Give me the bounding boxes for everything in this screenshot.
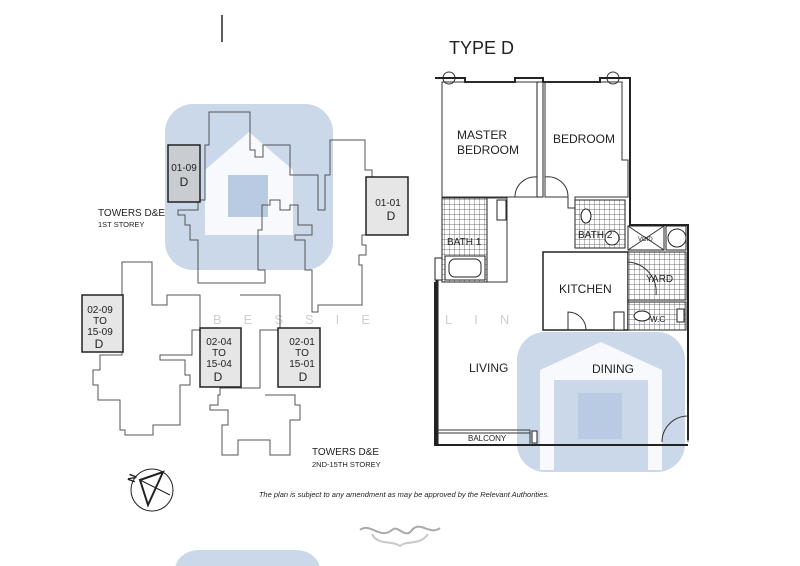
unit-02-01-to-15-01[interactable] bbox=[277, 327, 321, 388]
room-label-bath2: BATH 2 bbox=[578, 230, 613, 241]
north-arrow-icon: N bbox=[126, 468, 174, 512]
upper-storeys-label: TOWERS D&E bbox=[312, 447, 379, 458]
first-storey-label: TOWERS D&E bbox=[98, 208, 165, 219]
unit-type: D bbox=[387, 209, 396, 223]
room-label-master-bedroom: BEDROOM bbox=[457, 143, 519, 157]
key-plan-1st-storey bbox=[167, 111, 409, 313]
room-label-dining: DINING bbox=[592, 362, 634, 376]
svg-text:LIN: LIN bbox=[445, 312, 531, 327]
unit-to: 15-01 bbox=[289, 359, 315, 370]
room-label-living: LIVING bbox=[469, 361, 508, 375]
unit-02-09-to-15-09[interactable] bbox=[81, 294, 124, 353]
unit-to-word: TO bbox=[295, 348, 309, 359]
svg-text:N: N bbox=[126, 473, 140, 485]
unit-number: 01-09 bbox=[171, 163, 197, 174]
unit-01-09[interactable] bbox=[167, 144, 201, 203]
room-label-kitchen: KITCHEN bbox=[559, 282, 612, 296]
unit-type: D bbox=[180, 175, 189, 189]
unit-type: D bbox=[299, 370, 308, 384]
room-label-void: VOID bbox=[638, 237, 653, 243]
unit-from: 02-01 bbox=[289, 337, 315, 348]
room-label-master: MASTER bbox=[457, 128, 507, 142]
plan-title: TYPE D bbox=[449, 38, 514, 58]
unit-02-04-to-15-04[interactable] bbox=[199, 327, 242, 388]
room-label-yard: YARD bbox=[646, 274, 673, 285]
room-label-balcony: BALCONY bbox=[468, 434, 507, 443]
unit-from: 02-04 bbox=[206, 337, 232, 348]
unit-from: 02-09 bbox=[87, 305, 113, 316]
watermark-logo-bottom bbox=[517, 332, 685, 472]
room-label-bath1: BATH 1 bbox=[447, 237, 482, 248]
watermark-logo-partial bbox=[175, 550, 320, 566]
room-label-wc: W.C bbox=[650, 315, 665, 324]
room-label-bedroom: BEDROOM bbox=[553, 132, 615, 146]
unit-type: D bbox=[95, 337, 104, 351]
unit-to: 15-09 bbox=[87, 327, 113, 338]
unit-to-word: TO bbox=[212, 348, 226, 359]
watermark-text: BESSIE LIN bbox=[213, 312, 531, 327]
unit-to: 15-04 bbox=[206, 359, 232, 370]
key-plan-upper-storeys bbox=[81, 261, 321, 456]
first-storey-sublabel: 1ST STOREY bbox=[98, 220, 144, 229]
upper-storeys-sublabel: 2ND-15TH STOREY bbox=[312, 460, 381, 469]
unit-01-01[interactable] bbox=[365, 176, 409, 236]
unit-to-word: TO bbox=[93, 316, 107, 327]
disclaimer: The plan is subject to any amendment as … bbox=[259, 490, 549, 499]
unit-type: D bbox=[214, 370, 223, 384]
svg-text:BESSIE: BESSIE bbox=[213, 312, 392, 327]
floor-plan-type-d bbox=[434, 71, 689, 446]
unit-number: 01-01 bbox=[375, 198, 401, 209]
ornament-flourish bbox=[359, 525, 441, 548]
